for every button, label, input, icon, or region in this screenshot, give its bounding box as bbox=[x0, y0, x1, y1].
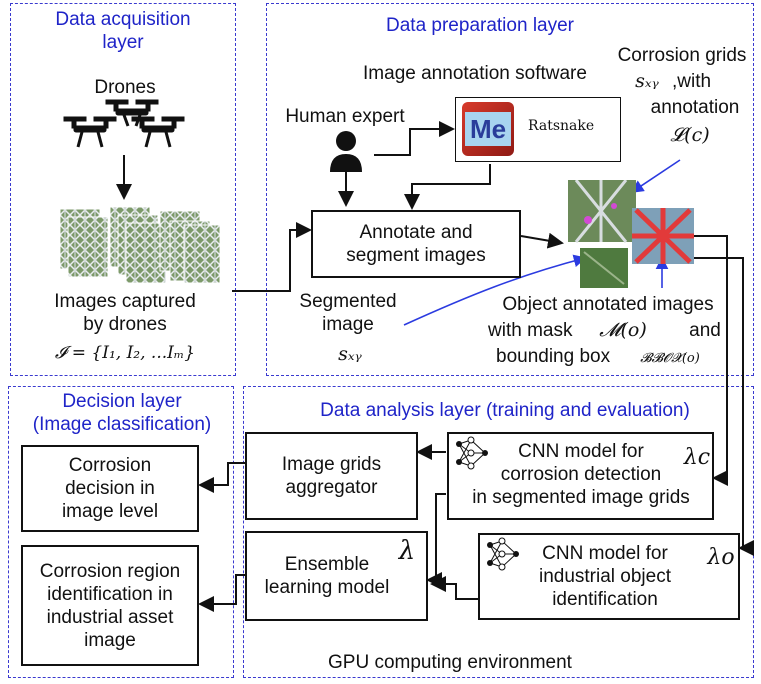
object-bbox-label: bounding box bbox=[496, 346, 611, 367]
data-preparation-layer bbox=[266, 3, 754, 376]
human-expert-label: Human expert bbox=[285, 106, 405, 127]
neural-network-icon bbox=[456, 436, 488, 470]
object-mask-function: 𝓜(o) bbox=[599, 319, 647, 341]
drones-icon bbox=[63, 99, 185, 148]
data-acquisition-layer bbox=[10, 3, 236, 376]
lambda-o-symbol: λo bbox=[707, 545, 735, 570]
segmented-image-label: Segmented image bbox=[299, 291, 397, 335]
annotated-images-collage bbox=[568, 180, 694, 288]
lambda-symbol: λ bbox=[398, 536, 416, 566]
segmented-image-symbol: sₓᵧ bbox=[338, 343, 362, 365]
cnn-object-box bbox=[478, 533, 740, 620]
object-annotated-label: Object annotated images bbox=[502, 294, 714, 315]
ensemble-learning-box bbox=[245, 531, 428, 621]
decision-layer-title: Decision layer (Image classification) bbox=[32, 391, 212, 435]
corrosion-with-label: ,with bbox=[672, 71, 712, 92]
analysis-layer-title: Data analysis layer (training and evalua… bbox=[320, 400, 690, 421]
corrosion-annotation-function: 𝓛(c) bbox=[670, 124, 710, 146]
ratsnake-logo-text: Me bbox=[465, 112, 511, 146]
ratsnake-software-box: Me Ratsnake bbox=[455, 97, 621, 162]
ratsnake-logo-icon: Me bbox=[462, 102, 514, 156]
ratsnake-name: Ratsnake bbox=[528, 118, 595, 134]
cnn-corrosion-box bbox=[447, 432, 714, 520]
gpu-environment-label: GPU computing environment bbox=[328, 652, 572, 673]
data-analysis-layer bbox=[243, 386, 754, 678]
decision-layer bbox=[8, 386, 234, 678]
corrosion-grids-label: Corrosion grids bbox=[617, 45, 747, 66]
annotate-segment-box: Annotate and segment images bbox=[311, 210, 521, 278]
image-set-formula: 𝓘 = {I₁, I₂, ...Iₘ} bbox=[54, 343, 196, 363]
corrosion-decision-box: Corrosion decision in image level bbox=[21, 445, 199, 532]
object-and-label: and bbox=[689, 320, 721, 341]
object-mask-label: with mask bbox=[488, 320, 573, 341]
image-grids-aggregator-box: Image grids aggregator bbox=[245, 432, 418, 520]
captured-images-stack bbox=[60, 206, 221, 284]
annotation-software-label: Image annotation software bbox=[363, 63, 587, 84]
corrosion-annotation-label: annotation bbox=[650, 97, 740, 118]
neural-network-icon bbox=[487, 537, 519, 571]
corrosion-region-box: Corrosion region identification in indus… bbox=[21, 545, 199, 666]
corrosion-grids-symbol: sₓᵧ bbox=[635, 70, 659, 92]
object-bbox-function: 𝓑𝓑𝓞𝓧(o) bbox=[640, 351, 700, 366]
images-captured-caption: Images captured by drones bbox=[54, 291, 196, 335]
cnn-corrosion-label: CNN model for corrosion detection in seg… bbox=[472, 441, 690, 508]
acquisition-layer-title: Data acquisition layer bbox=[55, 9, 191, 53]
lambda-c-symbol: λc bbox=[683, 445, 711, 470]
preparation-layer-title: Data preparation layer bbox=[386, 15, 574, 36]
drones-label: Drones bbox=[94, 77, 156, 98]
ensemble-learning-label: Ensemble learning model bbox=[264, 554, 390, 598]
person-icon bbox=[330, 131, 362, 172]
cnn-object-label: CNN model for industrial object identifi… bbox=[538, 543, 672, 610]
